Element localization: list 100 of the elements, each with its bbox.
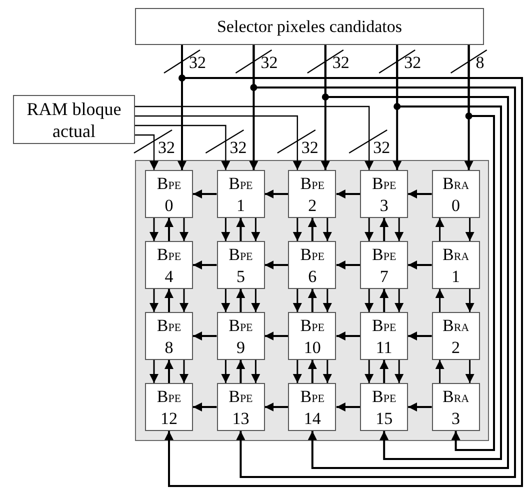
- processing-block: [216, 170, 265, 218]
- processing-block: [288, 383, 336, 431]
- arrow: [465, 360, 474, 383]
- arrow: [180, 360, 188, 383]
- block-number: 15: [376, 408, 393, 428]
- arrow: [193, 402, 217, 412]
- arrow: [264, 190, 288, 198]
- arrow: [164, 289, 174, 312]
- arrow: [135, 115, 302, 170]
- arrow: [435, 360, 444, 383]
- block-number: 0: [164, 196, 174, 214]
- arrow: [292, 360, 302, 383]
- arrow: [394, 360, 404, 383]
- arrow: [308, 289, 317, 312]
- array-panel: [135, 160, 489, 441]
- block-number: 2: [452, 338, 460, 356]
- arrow: [308, 218, 317, 241]
- processing-block: [360, 312, 408, 360]
- bus-width-label: 32: [189, 54, 206, 72]
- bus-width-label: 32: [373, 139, 390, 157]
- processing-block: [145, 383, 193, 431]
- arrow: [221, 218, 230, 241]
- block-number: 10: [304, 338, 321, 356]
- arrow: [364, 218, 374, 241]
- arrow: [251, 218, 260, 241]
- arrow: [135, 106, 374, 170]
- bus-width-label: 32: [301, 139, 318, 157]
- processing-block: [216, 312, 265, 360]
- arrow: [164, 360, 174, 383]
- block-number: 1: [236, 196, 245, 214]
- block-number: 14: [304, 408, 321, 428]
- processing-block: [432, 383, 480, 431]
- block-number: 3: [380, 196, 388, 214]
- arrow: [435, 218, 444, 241]
- processing-block: [360, 383, 408, 431]
- arrow: [193, 260, 217, 270]
- arrow: [322, 360, 332, 383]
- block-number: 4: [164, 266, 174, 286]
- arrow: [380, 289, 389, 312]
- arrow: [135, 134, 158, 170]
- arrow: [264, 332, 288, 340]
- arrow: [236, 360, 246, 383]
- arrow: [322, 218, 332, 241]
- bus-width-label: 8: [476, 54, 484, 72]
- memory-box: [13, 95, 135, 144]
- arrow: [292, 289, 302, 312]
- block-number: 1: [452, 266, 460, 286]
- bus-width-label: 32: [404, 54, 422, 72]
- arrow: [408, 332, 432, 340]
- arrow: [380, 360, 389, 383]
- bus-width-label: 32: [332, 54, 350, 72]
- processing-block: [360, 170, 408, 218]
- arrow: [435, 289, 444, 312]
- arrow: [135, 124, 230, 170]
- processing-block: [145, 312, 193, 360]
- block-number: 2: [308, 196, 317, 214]
- block-number: 3: [452, 408, 460, 428]
- arrow: [364, 289, 374, 312]
- arrow: [236, 45, 516, 478]
- processing-block: [288, 170, 336, 218]
- arrow: [380, 45, 502, 460]
- arrow: [221, 289, 230, 312]
- block-number: 12: [160, 408, 178, 428]
- arrow: [251, 289, 260, 312]
- block-number: 7: [380, 266, 388, 286]
- arrow: [322, 289, 332, 312]
- arrow: [292, 218, 302, 241]
- arrow: [236, 218, 246, 241]
- arrow: [394, 289, 404, 312]
- arrow: [408, 402, 432, 412]
- processing-block: [288, 241, 336, 289]
- arrow: [408, 190, 432, 198]
- arrow: [451, 45, 495, 451]
- arrow: [336, 332, 360, 340]
- processing-block: [216, 383, 265, 431]
- arrow: [336, 190, 360, 198]
- arrow: [180, 289, 188, 312]
- arrow: [264, 402, 288, 412]
- processing-block: [360, 241, 408, 289]
- arrow: [193, 190, 217, 198]
- bus-width-label: 32: [158, 139, 175, 157]
- processing-block: [216, 241, 265, 289]
- processing-block: [288, 312, 336, 360]
- arrow: [308, 360, 317, 383]
- processing-block: [432, 170, 480, 218]
- arrow: [251, 360, 260, 383]
- arrow: [364, 360, 374, 383]
- processing-block: [432, 241, 480, 289]
- arrow: [408, 260, 432, 270]
- block-number: 13: [232, 408, 250, 428]
- arrow: [465, 218, 474, 241]
- arrow: [236, 289, 246, 312]
- arrow: [193, 332, 217, 340]
- arrow: [150, 360, 158, 383]
- block-number: 9: [236, 338, 245, 356]
- selector-box: [135, 8, 484, 45]
- bus-width-label: 32: [260, 54, 278, 72]
- arrow: [150, 289, 158, 312]
- bus-width-label: 32: [230, 139, 247, 157]
- arrow: [150, 218, 158, 241]
